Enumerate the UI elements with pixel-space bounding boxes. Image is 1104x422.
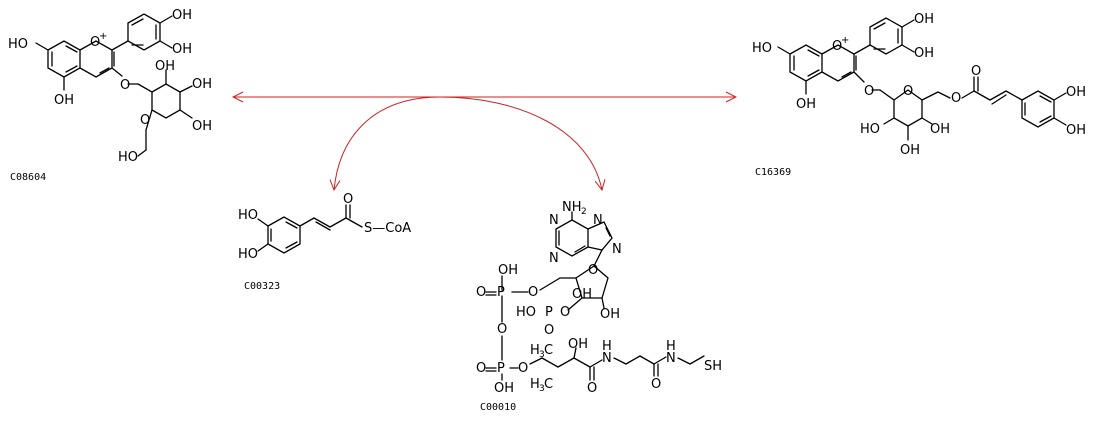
label-o: O (588, 263, 598, 278)
compound-id: C16369 (755, 167, 791, 178)
label-o: O (651, 377, 661, 392)
label-nh2: NH (562, 200, 582, 215)
compound-id: C00010 (480, 402, 516, 413)
label-oh: OH (498, 263, 518, 278)
label-oh: OH (192, 77, 212, 92)
label-oh: OH (568, 337, 588, 352)
label-o: O (476, 285, 486, 300)
molecule-c00323: HO HO O S—CoA C00323 (238, 192, 411, 292)
label-oplus: O (832, 39, 842, 54)
label-ch3-sub: 3 (539, 384, 545, 394)
label-oh: OH (54, 93, 74, 108)
label-nh-h: H (602, 339, 612, 354)
label-oh: OH (572, 287, 592, 302)
label-o: O (560, 305, 570, 320)
label-o: O (544, 323, 554, 338)
label-o: O (343, 192, 353, 207)
label-ho: HO (238, 208, 258, 223)
label-n: N (549, 213, 559, 228)
label-plus: + (841, 35, 849, 46)
label-oh: OH (914, 46, 934, 61)
molecule-c16369: HO O + OH OH OH O O HO OH OH O O OH OH C… (752, 12, 1086, 178)
label-ho: HO (860, 122, 880, 137)
label-oh: OH (1066, 85, 1086, 100)
arrow-curve-right (439, 96, 602, 190)
label-ho: HO (8, 37, 28, 52)
label-nh-n: N (602, 351, 612, 366)
label-ho: HO (238, 247, 258, 262)
label-ch3-c: C (544, 343, 553, 358)
label-o: O (518, 361, 528, 376)
label-oh: OH (172, 42, 192, 57)
label-ch3-sub: 3 (539, 350, 545, 360)
label-oh: OH (914, 12, 934, 27)
label-oh: OH (155, 59, 175, 74)
label-o: O (120, 78, 130, 93)
label-ho: HO (118, 150, 138, 165)
label-p: P (545, 305, 553, 320)
label-nh-h: H (666, 339, 676, 354)
label-oh: OH (192, 119, 212, 134)
molecule-c08604: HO O + OH OH OH O OH OH O OH HO C08604 (8, 8, 212, 183)
label-ch3-h: H (530, 343, 540, 358)
label-ch3-c: C (544, 377, 553, 392)
label-oh: OH (600, 307, 620, 322)
label-ch3-h: H (530, 377, 540, 392)
label-oh: OH (930, 122, 950, 137)
label-o: O (587, 381, 597, 396)
label-p: P (497, 361, 505, 376)
label-o: O (971, 64, 981, 79)
label-plus: + (99, 31, 107, 42)
label-o: O (951, 91, 961, 106)
label-n: N (549, 251, 559, 266)
label-o: O (528, 285, 538, 300)
arrow-curve-left (334, 96, 441, 190)
label-oh: OH (494, 381, 514, 396)
label-sub2: 2 (581, 207, 587, 217)
label-o: O (476, 361, 486, 376)
label-o: O (864, 84, 874, 99)
compound-id: C08604 (10, 172, 46, 183)
label-sh: SH (704, 359, 722, 374)
label-oh: OH (172, 8, 192, 23)
label-o: O (497, 322, 507, 337)
label-oh: OH (1066, 123, 1086, 138)
label-n: N (612, 242, 622, 257)
label-p: P (497, 285, 505, 300)
label-s-coa: S—CoA (364, 221, 411, 236)
label-o: O (140, 113, 150, 128)
label-oh: OH (900, 143, 920, 158)
label-oh: OH (796, 97, 816, 112)
label-o: O (903, 84, 913, 99)
label-ho: HO (516, 305, 536, 320)
label-ho: HO (752, 41, 772, 56)
reaction-arrows (233, 97, 736, 190)
label-nh-n: N (666, 351, 676, 366)
compound-id: C00323 (244, 281, 280, 292)
molecule-c00010: NH 2 N N N N O O OH O P OH O HO P O OH O… (476, 200, 722, 413)
label-oplus: O (90, 35, 100, 50)
label-n: N (593, 213, 603, 228)
